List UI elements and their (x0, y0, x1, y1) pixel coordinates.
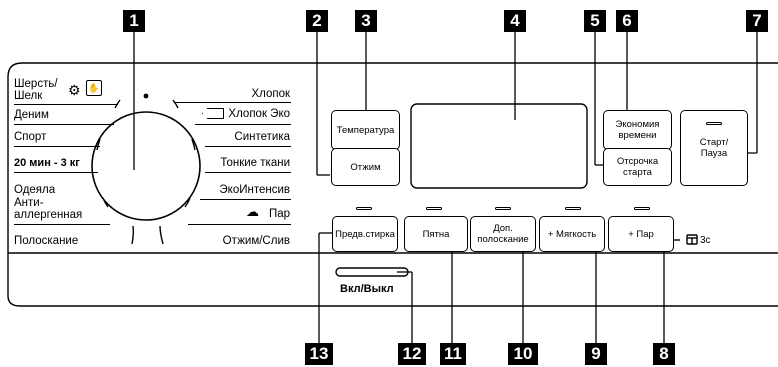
power-button[interactable] (336, 268, 408, 276)
start-led (706, 122, 722, 125)
callout-12: 12 (398, 343, 426, 365)
program-sport[interactable]: Спорт (14, 131, 47, 143)
extra-rinse-led (495, 207, 511, 210)
lock-icon (687, 235, 697, 244)
display-screen (411, 104, 587, 188)
extra-rinse-button[interactable]: Доп. полоскание (470, 216, 536, 252)
callout-1: 1 (123, 10, 145, 32)
prewash-button[interactable]: Предв.стирка (332, 216, 398, 252)
program-cotton[interactable]: Хлопок (251, 88, 290, 100)
eco-tag-icon (202, 108, 224, 119)
program-cotton-eco[interactable]: Хлопок Эко (228, 108, 290, 120)
program-dial[interactable] (92, 112, 200, 220)
program-steam[interactable]: Пар (268, 208, 290, 220)
callout-5: 5 (584, 10, 606, 32)
program-blankets[interactable]: Одеяла (14, 184, 56, 196)
stains-led (426, 207, 442, 210)
callout-10: 10 (508, 343, 538, 365)
program-eco-intensive[interactable]: ЭкоИнтенсив (219, 184, 290, 196)
callout-11: 11 (440, 343, 466, 365)
softener-led (565, 207, 581, 210)
program-synthetics[interactable]: Синтетика (234, 131, 290, 143)
child-lock-hint: 3с (700, 235, 711, 246)
program-denim[interactable]: Деним (14, 109, 49, 121)
temperature-button[interactable]: Температура (331, 110, 400, 150)
stains-button[interactable]: Пятна (404, 216, 468, 252)
program-wool-silk[interactable]: Шерсть/ Шелк (14, 78, 58, 102)
callout-4: 4 (504, 10, 526, 32)
steam-plus-led (634, 207, 650, 210)
program-rinse[interactable]: Полоскание (14, 235, 79, 247)
prewash-led (356, 207, 372, 210)
callout-2: 2 (306, 10, 328, 32)
callout-6: 6 (616, 10, 638, 32)
spin-button[interactable]: Отжим (331, 148, 400, 186)
callout-7: 7 (746, 10, 768, 32)
callout-13: 13 (305, 343, 333, 365)
steam-plus-button[interactable]: + Пар (608, 216, 674, 252)
steam-icon: ☁ (246, 204, 259, 219)
program-quick[interactable]: 20 мин - 3 кг (14, 157, 80, 169)
callout-8: 8 (653, 343, 675, 365)
callout-9: 9 (585, 343, 607, 365)
program-delicates[interactable]: Тонкие ткани (220, 157, 290, 169)
program-anti-allergy[interactable]: Анти- аллергенная (14, 197, 83, 221)
handwash-icon: ✋ (86, 80, 102, 96)
program-spin-drain[interactable]: Отжим/Слив (222, 235, 290, 247)
time-save-button[interactable]: Экономия времени (603, 110, 672, 150)
wool-icon: ⚙ (68, 82, 81, 98)
delay-start-button[interactable]: Отсрочка старта (603, 148, 672, 186)
softener-button[interactable]: + Мягкость (539, 216, 605, 252)
power-label: Вкл/Выкл (340, 283, 394, 295)
callout-3: 3 (355, 10, 377, 32)
